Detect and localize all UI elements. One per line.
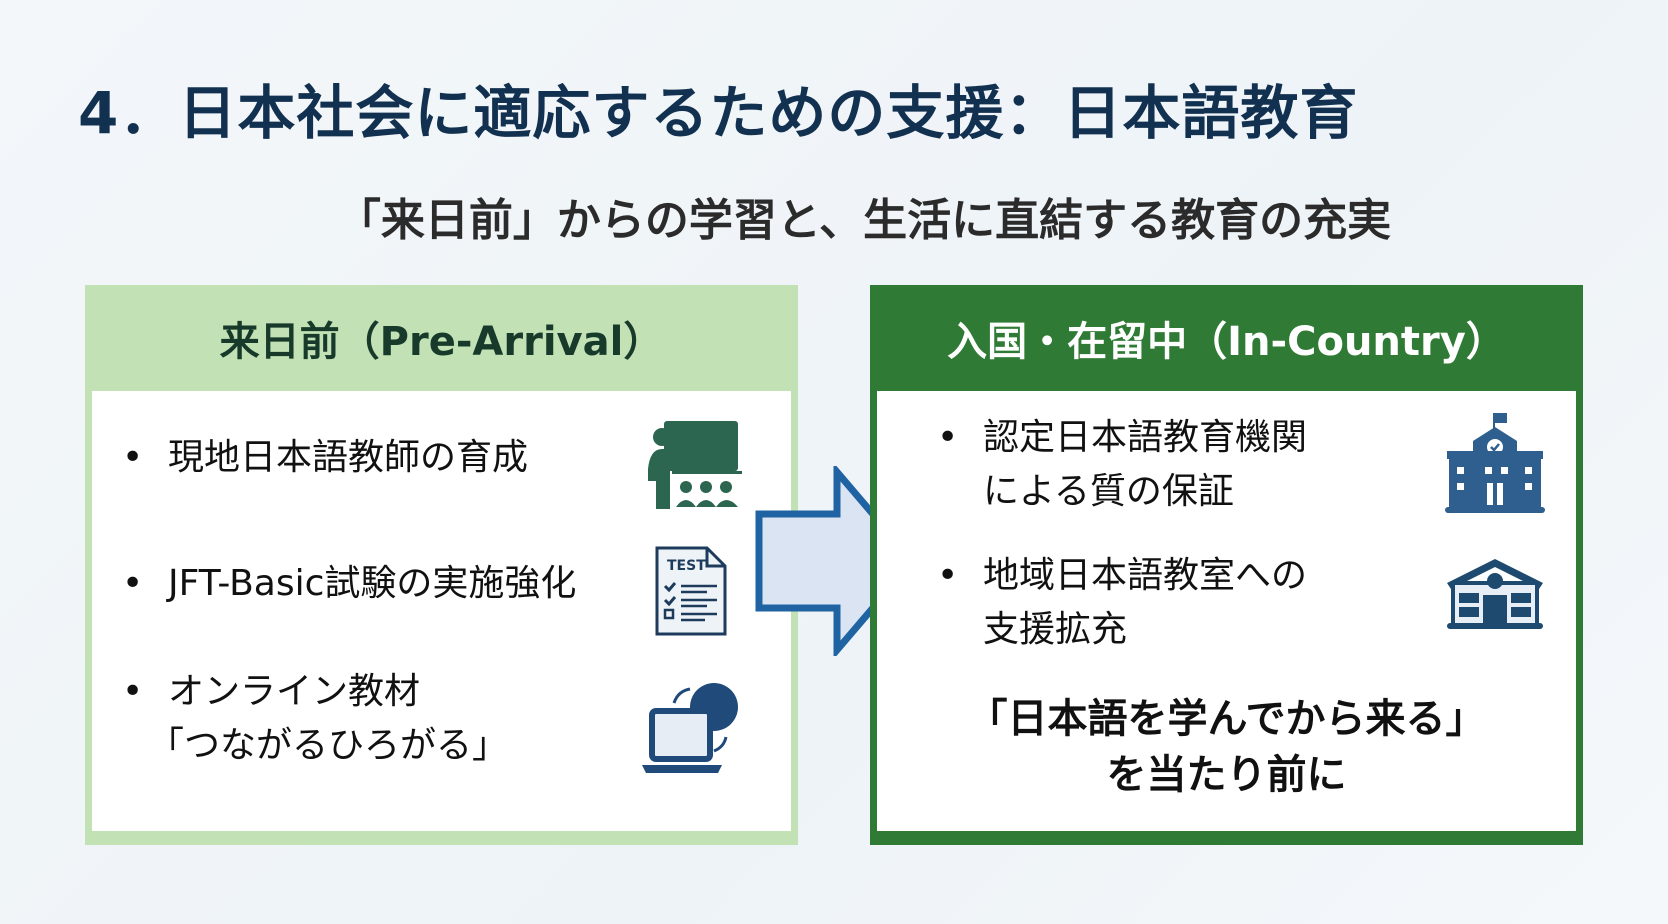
- item-text: オンライン教材: [168, 671, 421, 712]
- callout-line: を当たり前に: [1106, 752, 1347, 798]
- item-text: 地域日本語教室への: [983, 555, 1308, 596]
- item-text: 支援拡充: [983, 609, 1128, 650]
- in-country-heading: 入国・在留中（In-Country）: [947, 319, 1506, 365]
- item-text: 現地日本語教師の育成: [168, 437, 529, 478]
- laptop-globe-icon: [642, 683, 738, 773]
- item-text: 認定日本語教育機関: [983, 417, 1308, 458]
- item-text: JFT-Basic試験の実施強化: [168, 563, 577, 604]
- bullet: •: [122, 563, 144, 604]
- list-item: • 現地日本語教師の育成: [122, 431, 528, 485]
- item-text: 「つながるひろがる」: [148, 725, 509, 766]
- list-item: • 認定日本語教育機関 による質の保証: [937, 411, 1307, 519]
- test-document-icon: TEST: [655, 546, 727, 636]
- in-country-panel: 入国・在留中（In-Country） • 認定日本語教育機関 による質の保証 •…: [870, 285, 1583, 845]
- list-item: • JFT-Basic試験の実施強化: [122, 557, 576, 611]
- item-text: による質の保証: [983, 471, 1234, 512]
- bullet: •: [937, 555, 959, 596]
- certified-school-icon: [1445, 413, 1545, 513]
- bullet: •: [937, 417, 959, 458]
- bullet: •: [122, 437, 144, 478]
- page-subtitle: 「来日前」からの学習と、生活に直結する教育の充実: [336, 195, 1392, 246]
- list-item: • オンライン教材 「つながるひろがる」: [122, 665, 508, 773]
- bullet: •: [122, 671, 144, 712]
- page-title: 4．日本社会に適応するための支援：日本語教育: [78, 79, 1359, 147]
- callout-line: 「日本語を学んでから来る」: [967, 696, 1486, 742]
- in-country-content: • 認定日本語教育機関 による質の保証 • 地域日本語教室への 支援拡充: [877, 391, 1576, 831]
- list-item: • 地域日本語教室への 支援拡充: [937, 549, 1307, 657]
- pre-arrival-panel: 来日前（Pre-Arrival） • 現地日本語教師の育成 • JFT-Basi…: [85, 285, 798, 845]
- classroom-teacher-icon: [648, 421, 742, 509]
- callout-message: 「日本語を学んでから来る」 を当たり前に: [877, 691, 1576, 803]
- community-school-icon: [1447, 559, 1543, 629]
- test-label: TEST: [667, 558, 706, 574]
- pre-arrival-heading: 来日前（Pre-Arrival）: [219, 319, 664, 365]
- pre-arrival-content: • 現地日本語教師の育成 • JFT-Basic試験の実施強化 TEST •: [92, 391, 791, 831]
